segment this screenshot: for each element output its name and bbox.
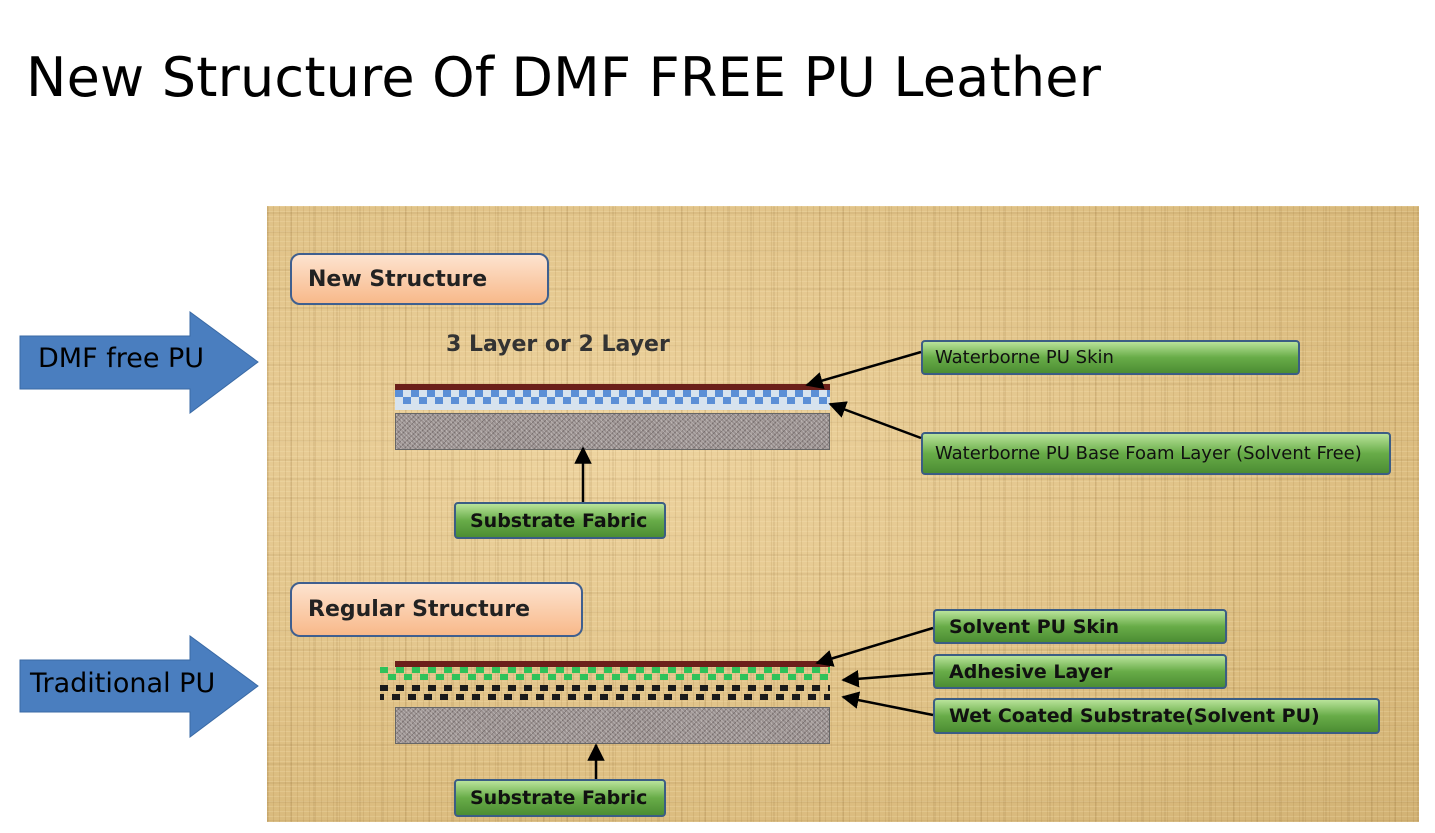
adhesive-layer-label: Adhesive Layer <box>933 654 1227 689</box>
arrow-to-waterborne-foam <box>828 401 922 440</box>
layer-count-caption: 3 Layer or 2 Layer <box>446 332 670 357</box>
regular-substrate-label: Substrate Fabric <box>454 779 666 817</box>
adhesive-layer <box>380 667 830 685</box>
arrow-to-wet-coated <box>841 691 934 717</box>
waterborne-foam-label: Waterborne PU Base Foam Layer (Solvent F… <box>921 432 1391 475</box>
side-arrows <box>19 311 259 738</box>
regular-substrate-fabric-layer <box>395 707 830 744</box>
waterborne-skin-label: Waterborne PU Skin <box>921 340 1300 375</box>
waterborne-skin-layer <box>395 384 830 390</box>
solvent-skin-layer <box>395 661 830 667</box>
dmf-free-arrow-label: DMF free PU <box>38 343 205 374</box>
page-title: New Structure Of DMF FREE PU Leather <box>26 46 1102 109</box>
traditional-arrow-label: Traditional PU <box>30 668 216 699</box>
arrow-to-waterborne-skin <box>805 350 922 390</box>
dmf-free-arrow-shape <box>19 311 259 414</box>
solvent-skin-label: Solvent PU Skin <box>933 609 1227 644</box>
wet-coated-label: Wet Coated Substrate(Solvent PU) <box>933 698 1380 734</box>
new-substrate-label: Substrate Fabric <box>454 502 666 539</box>
arrow-to-adhesive <box>841 670 934 688</box>
regular-structure-title: Regular Structure <box>290 582 583 637</box>
new-substrate-fabric-layer <box>395 413 830 450</box>
traditional-arrow-shape <box>19 635 259 738</box>
waterborne-foam-layer <box>395 390 830 410</box>
arrow-to-solvent-skin <box>815 626 934 667</box>
wet-coated-layer <box>380 685 830 703</box>
new-structure-title: New Structure <box>290 253 549 305</box>
